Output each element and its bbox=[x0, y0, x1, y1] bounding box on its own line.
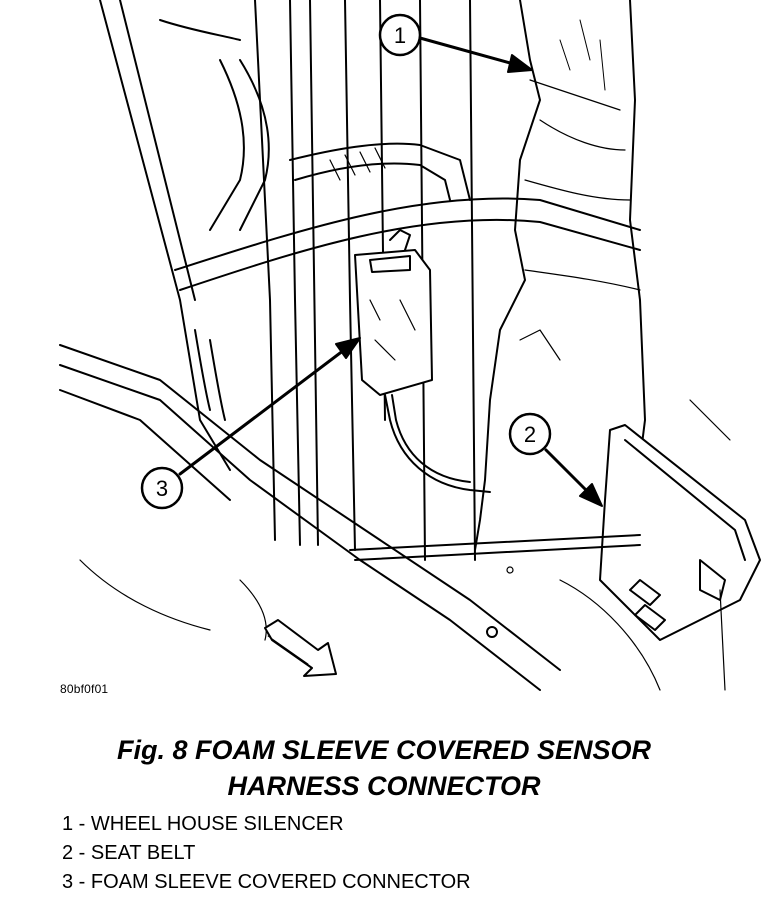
callout-3-number: 3 bbox=[156, 476, 168, 501]
callout-3: 3 bbox=[140, 337, 361, 510]
line-art-illustration: 1 2 3 bbox=[59, 0, 761, 691]
floor-sill bbox=[59, 344, 726, 691]
caption-line-2: HARNESS CONNECTOR bbox=[227, 771, 541, 801]
figure-caption: Fig. 8 FOAM SLEEVE COVERED SENSOR HARNES… bbox=[0, 732, 768, 804]
foam-sleeve-connector bbox=[354, 229, 491, 493]
callout-2-number: 2 bbox=[524, 422, 536, 447]
legend-item-1: 1 - WHEEL HOUSE SILENCER bbox=[62, 813, 344, 835]
wheel-house-silencer bbox=[474, 0, 731, 551]
figure-id: 80bf0f01 bbox=[60, 682, 109, 696]
callout-1: 1 bbox=[378, 13, 533, 73]
legend-item-3: 3 - FOAM SLEEVE COVERED CONNECTOR bbox=[62, 871, 471, 893]
callout-1-number: 1 bbox=[394, 23, 406, 48]
legend-item-2: 2 - SEAT BELT bbox=[62, 842, 196, 864]
legend-list: 1 - WHEEL HOUSE SILENCER 2 - SEAT BELT 3… bbox=[62, 810, 471, 897]
caption-line-1: Fig. 8 FOAM SLEEVE COVERED SENSOR bbox=[116, 735, 652, 765]
wire-harness bbox=[159, 19, 641, 421]
forward-direction-arrow bbox=[264, 619, 337, 677]
seat-belt-anchor bbox=[599, 424, 761, 641]
callout-2: 2 bbox=[508, 412, 603, 507]
